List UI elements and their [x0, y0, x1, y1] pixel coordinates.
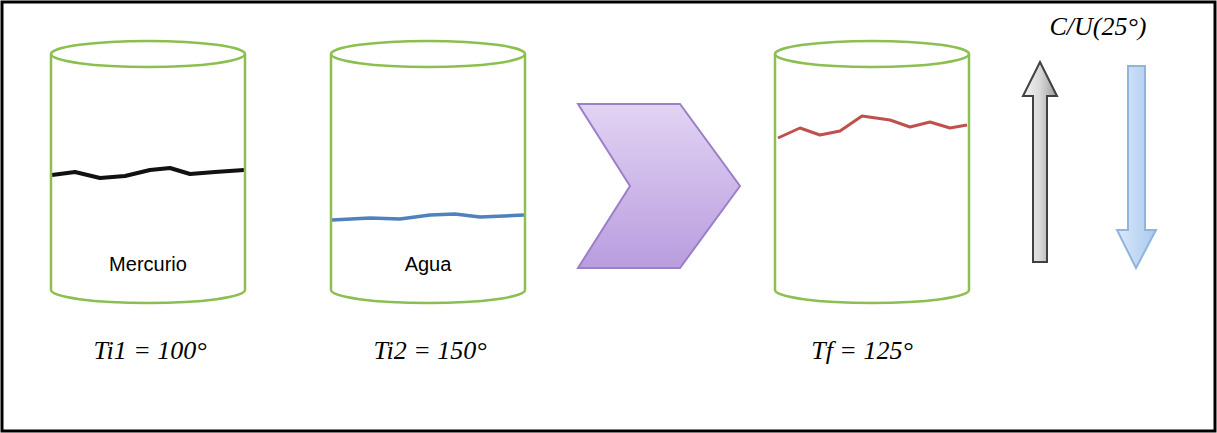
liquid-name: Agua: [330, 253, 526, 276]
cylinder-side: [330, 54, 333, 290]
cylinder-top: [331, 41, 525, 67]
temperature-label: Ti1 = 100°: [93, 336, 206, 366]
down-arrow: [1117, 66, 1156, 268]
temperature-label: Tf = 125°: [811, 336, 913, 366]
liquid-name: Mercurio: [50, 253, 246, 276]
mixture-cylinder: [775, 41, 969, 303]
cylinder-bottom: [51, 290, 245, 303]
water-surface: [332, 214, 524, 220]
cylinder-side: [50, 54, 53, 290]
up-arrow: [1023, 62, 1057, 262]
mercury-surface: [52, 168, 244, 178]
surroundings-label: C/U(25°): [1049, 12, 1146, 42]
cylinder-side: [244, 54, 247, 290]
container-cylinder: Mercurio: [50, 40, 246, 305]
mixture-surface: [778, 116, 967, 138]
cylinder-top: [51, 41, 245, 67]
cylinder-side: [524, 54, 527, 290]
temperature-label: Ti2 = 150°: [373, 336, 486, 366]
container-cylinder: Agua: [330, 40, 526, 305]
cylinder-bottom: [331, 290, 525, 303]
process-arrow: [578, 104, 740, 268]
